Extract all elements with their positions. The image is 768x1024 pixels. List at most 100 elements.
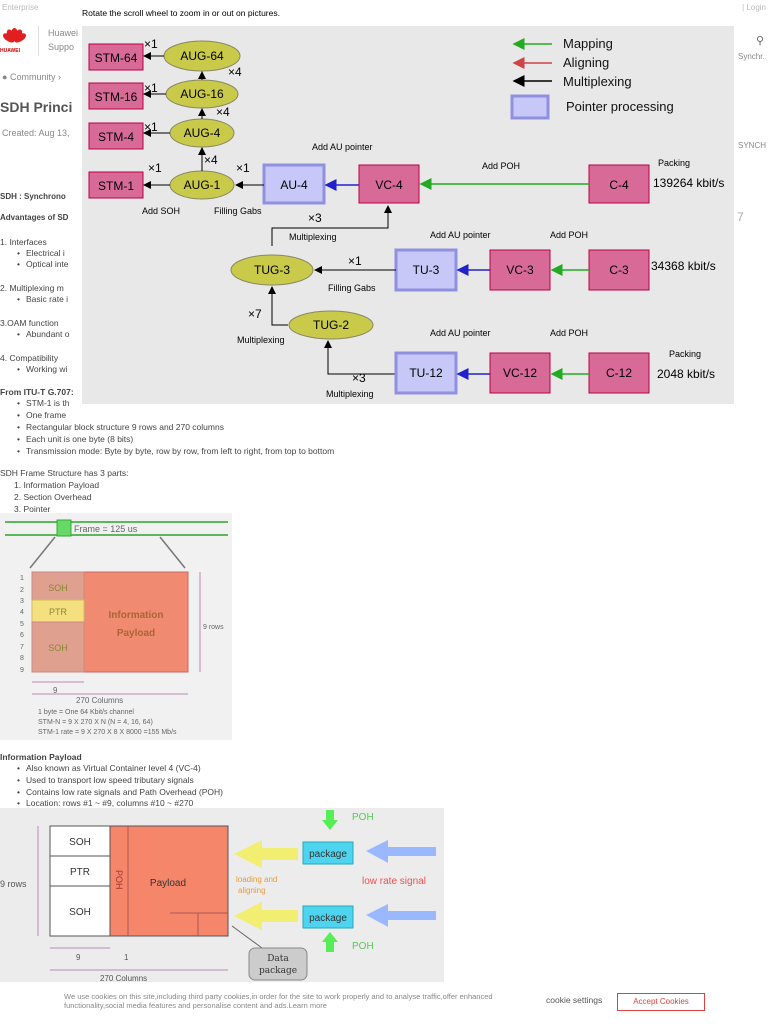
au4-label: AU-4 [280, 178, 308, 192]
add-au-pointer-label: Add AU pointer [430, 328, 491, 338]
brand-line-1: Huawei [48, 28, 79, 38]
list-item: Location: rows #1 ~ #9, columns #10 ~ #2… [17, 798, 193, 808]
brand-divider [38, 26, 39, 56]
cookie-settings-link[interactable]: cookie settings [546, 995, 603, 1005]
factor: ×4 [228, 65, 242, 79]
right-panel-number: 7 [737, 210, 744, 224]
payload-label: Payload [117, 628, 155, 639]
factor: ×1 [148, 161, 162, 175]
location-pin-icon: ● [2, 72, 8, 82]
logo-text: HUAWEI [0, 48, 20, 54]
list-item: Basic rate i [17, 294, 68, 304]
row-number: 8 [20, 655, 24, 662]
factor: ×1 [144, 120, 158, 134]
multiplexing-label: Multiplexing [326, 389, 374, 399]
package-label: package [309, 913, 347, 924]
enterprise-link[interactable]: Enterprise [2, 3, 39, 12]
right-panel-synch[interactable]: Synchr. [738, 52, 765, 61]
list-item: Contains low rate signals and Path Overh… [17, 787, 223, 797]
frame-structure-figure: Frame = 125 us SOH PTR SOH Information P… [0, 513, 232, 740]
rate-c12: 2048 kbit/s [657, 367, 715, 381]
add-poh-label: Add POH [550, 230, 588, 240]
columns-label: 270 Columns [76, 696, 123, 705]
add-au-pointer-label: Add AU pointer [312, 142, 373, 152]
soh-label: SOH [48, 583, 68, 593]
list-item: 3. Pointer [14, 504, 51, 514]
list-item: Also known as Virtual Container level 4 … [17, 763, 201, 773]
poh-top: POH [352, 812, 374, 823]
interfaces-heading: 1. Interfaces [0, 237, 47, 247]
list-item: Working wi [17, 364, 68, 374]
top-bar: Enterprise | Login [0, 0, 768, 16]
list-item: STM-1 is th [17, 398, 70, 408]
factor: ×1 [144, 37, 158, 51]
itu-heading: From ITU-T G.707: [0, 387, 74, 397]
list-item: Each unit is one byte (8 bits) [17, 434, 133, 444]
soh-label: SOH [48, 643, 68, 653]
low-rate-label: low rate signal [362, 876, 426, 887]
ptr-label: PTR [49, 607, 68, 617]
chevron-right-icon: › [57, 72, 61, 82]
c3-label: C-3 [609, 263, 629, 277]
created-date: Created: Aug 13, [2, 128, 70, 138]
aug16-label: AUG-16 [180, 87, 224, 101]
payload-label: Payload [150, 878, 186, 889]
list-item: Rectangular block structure 9 rows and 2… [17, 422, 224, 432]
factor: ×4 [204, 153, 218, 167]
stm64-box [88, 43, 144, 71]
accept-cookies-button[interactable]: Accept Cookies [617, 993, 705, 1011]
note-1: 1 byte = One 64 Kbit/s channel [38, 709, 134, 716]
oam-heading: 3.OAM function [0, 318, 59, 328]
tug2-label: TUG-2 [313, 318, 349, 332]
page-title: SDH Princi [0, 99, 73, 115]
factor: ×3 [308, 211, 322, 225]
row-number: 1 [20, 575, 24, 582]
poh-vertical: POH [114, 870, 124, 890]
sdh-multiplexing-diagram[interactable]: Mapping Aligning Multiplexing Pointer pr… [82, 26, 734, 404]
row-number: 3 [20, 598, 24, 605]
tu3-label: TU-3 [413, 263, 440, 277]
loading-label: loading and [236, 875, 277, 884]
list-item: Optical inte [17, 259, 68, 269]
row-number: 6 [20, 632, 24, 639]
vc3-label: VC-3 [506, 263, 534, 277]
rows-label: 9 rows [0, 879, 27, 889]
breadcrumb[interactable]: ● Community › [2, 72, 61, 82]
legend-mapping: Mapping [563, 36, 613, 51]
frame-structure-heading: SDH Frame Structure has 3 parts: [0, 468, 129, 478]
search-icon[interactable]: ⚲ [756, 35, 765, 47]
soh-columns: 9 [76, 953, 81, 962]
packing-label: Packing [658, 158, 690, 168]
zoom-hint: Rotate the scroll wheel to zoom in or ou… [82, 8, 280, 18]
brand-line-2: Suppo [48, 42, 75, 52]
info-payload-heading: Information Payload [0, 752, 82, 762]
factor: ×4 [216, 105, 230, 119]
poh-columns: 1 [124, 953, 129, 962]
list-item: 2. Section Overhead [14, 492, 92, 502]
note-2: STM-N = 9 X 270 X N (N = 4, 16, 64) [38, 719, 153, 726]
factor: ×1 [144, 81, 158, 95]
tug3-label: TUG-3 [254, 263, 290, 277]
row-number: 5 [20, 621, 24, 628]
breadcrumb-community[interactable]: Community [9, 72, 56, 82]
list-item: Used to transport low speed tributary si… [17, 775, 194, 785]
huawei-logo[interactable]: HUAWEI [0, 26, 30, 60]
payload-figure: 9 rows SOH PTR SOH POH Payload loading a… [0, 808, 444, 983]
frame-label: Frame = 125 us [74, 524, 138, 534]
filling-gabs-label: Filling Gabs [328, 283, 376, 293]
stm64-label: STM-64 [95, 51, 138, 65]
list-item: Electrical i [17, 248, 65, 258]
right-panel-synch-2[interactable]: SYNCH [738, 141, 767, 150]
factor: ×1 [348, 254, 362, 268]
multiplexing-heading: 2. Multiplexing m [0, 283, 64, 293]
rate-c3: 34368 kbit/s [651, 259, 716, 273]
aligning-label: aligning [238, 886, 266, 895]
rate-c4: 139264 kbit/s [653, 176, 724, 190]
add-au-pointer-label: Add AU pointer [430, 230, 491, 240]
multiplexing-label: Multiplexing [289, 232, 337, 242]
compat-heading: 4. Compatibility [0, 353, 59, 363]
data-package-label: package [259, 966, 297, 976]
row-number: 2 [20, 587, 24, 594]
login-link[interactable]: | Login [742, 3, 766, 12]
row-number: 9 [20, 667, 24, 674]
